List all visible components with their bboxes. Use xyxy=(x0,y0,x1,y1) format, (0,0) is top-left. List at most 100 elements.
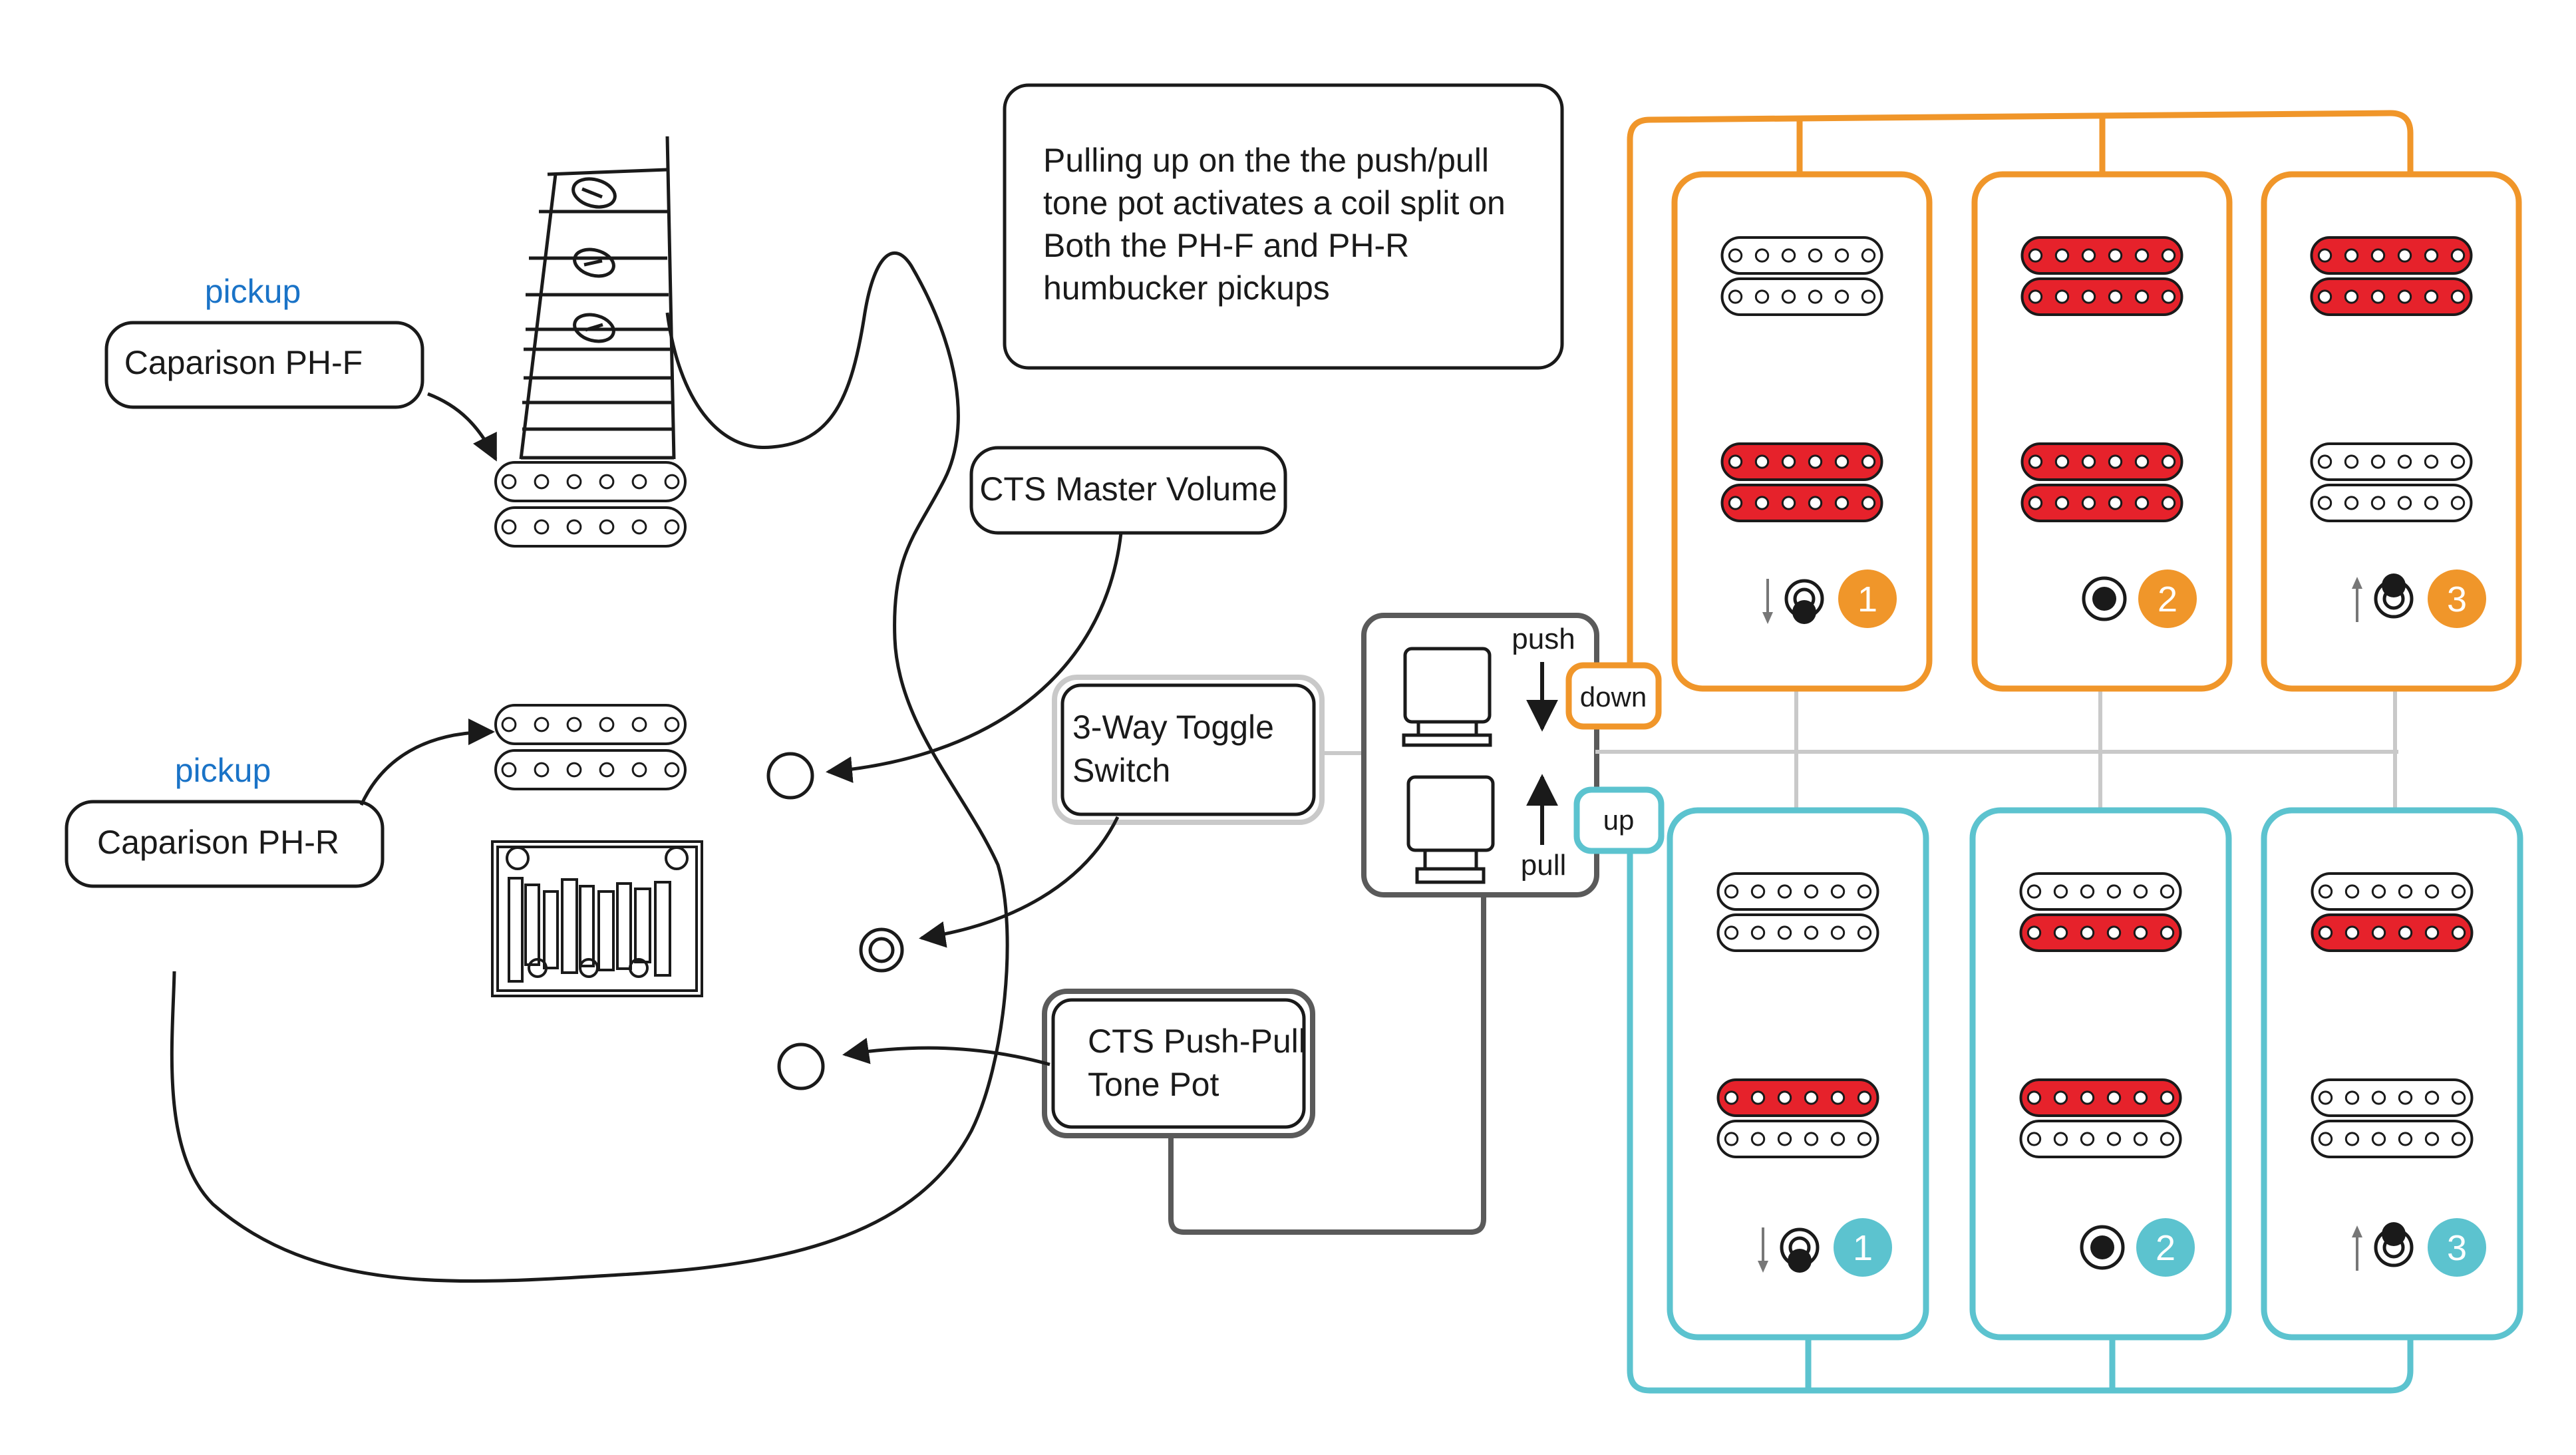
mode-connectors xyxy=(1595,689,2398,812)
up-mode-3-switch-icon xyxy=(2352,1222,2414,1271)
volume-label: CTS Master Volume xyxy=(979,470,1277,508)
bridge-pickup xyxy=(494,704,687,790)
tone-knob xyxy=(777,1043,825,1090)
up-mode-1-switch-icon xyxy=(1758,1227,1820,1273)
up-mode-3-badge: 3 xyxy=(2428,1218,2486,1277)
down-mode-2-bridge-pickup-coil-1 xyxy=(2020,442,2183,481)
up-mode-card-2: 2 xyxy=(1969,807,2232,1341)
up-mode-2-neck-pickup-coil-1 xyxy=(2019,872,2182,911)
up-mode-3-bridge-pickup-coil-1 xyxy=(2311,1078,2474,1117)
down-mode-card-2: 2 xyxy=(1971,171,2233,692)
down-mode-1-number: 1 xyxy=(1857,579,1877,619)
down-mode-frame xyxy=(1627,110,2414,695)
bridge-humbucker-coil-2 xyxy=(494,749,687,790)
toggle-arrow xyxy=(919,816,1120,948)
volume-label-box xyxy=(969,446,1287,535)
up-mode-2-bridge-pickup-coil-2 xyxy=(2019,1120,2182,1158)
up-label: up xyxy=(1603,804,1635,836)
push-label: push xyxy=(1512,623,1575,655)
up-mode-1-neck-pickup xyxy=(1716,872,1879,952)
up-mode-3-neck-pickup-coil-2 xyxy=(2311,913,2474,952)
up-mode-2-neck-pickup xyxy=(2019,872,2182,952)
down-mode-3-neck-pickup xyxy=(2310,236,2473,316)
neck-pickup xyxy=(494,461,687,548)
bridge-humbucker-coil-1 xyxy=(494,704,687,745)
tone-label-line-1: CTS Push-Pull xyxy=(1088,1023,1306,1060)
down-mode-2-bridge-pickup-coil-2 xyxy=(2020,484,2183,522)
toggle-label-box xyxy=(1060,683,1316,816)
down-mode-1-bridge-pickup-coil-2 xyxy=(1720,484,1883,522)
up-mode-frame xyxy=(1627,845,2414,1394)
down-mode-1-neck-pickup-coil-1 xyxy=(1720,236,1883,275)
up-mode-2-badge: 2 xyxy=(2136,1218,2195,1277)
neck-humbucker xyxy=(494,461,687,548)
down-mode-3-badge: 3 xyxy=(2428,569,2486,628)
pot-pushed-icon xyxy=(1402,647,1492,747)
toggle-label-line-1: 3-Way Toggle xyxy=(1072,709,1274,746)
down-mode-1-neck-pickup-coil-2 xyxy=(1720,277,1883,316)
info-note-line-2: tone pot activates a coil split on xyxy=(1043,184,1506,222)
up-mode-1-badge: 1 xyxy=(1834,1218,1892,1277)
up-mode-3-bridge-pickup xyxy=(2311,1078,2474,1158)
info-note-line-4: humbucker pickups xyxy=(1043,269,1330,307)
volume-knob xyxy=(766,752,814,800)
up-mode-2-number: 2 xyxy=(2156,1228,2175,1268)
neck-pickup-label-box xyxy=(104,321,424,409)
up-mode-3-neck-pickup-coil-1 xyxy=(2311,872,2474,911)
up-mode-1-bridge-pickup-coil-2 xyxy=(1716,1120,1879,1158)
toggle-label-line-2: Switch xyxy=(1072,752,1170,789)
down-mode-3-bridge-pickup xyxy=(2310,442,2473,522)
down-mode-card-1: 1 xyxy=(1671,171,1933,692)
neck-pickup-arrow xyxy=(427,392,498,462)
down-mode-3-number: 3 xyxy=(2447,579,2467,619)
toggle-switch-knob xyxy=(859,927,904,973)
down-mode-2-badge: 2 xyxy=(2138,569,2197,628)
down-tag: down xyxy=(1565,662,1662,730)
down-mode-2-number: 2 xyxy=(2158,579,2177,619)
up-mode-2-bridge-pickup xyxy=(2019,1078,2182,1158)
down-mode-3-neck-pickup-coil-1 xyxy=(2310,236,2473,275)
down-mode-1-badge: 1 xyxy=(1838,569,1897,628)
mode-cards: 1 2 3 1 2 3 xyxy=(1667,171,2523,1341)
bridge-pickup-arrow xyxy=(359,719,495,806)
up-mode-3-number: 3 xyxy=(2447,1228,2467,1268)
up-mode-2-switch-icon xyxy=(2080,1225,2125,1270)
down-mode-2-switch-icon xyxy=(2082,576,2127,621)
tone-arrow xyxy=(842,1037,1050,1066)
down-mode-3-switch-icon xyxy=(2352,573,2414,622)
down-mode-2-neck-pickup-coil-2 xyxy=(2020,277,2183,316)
guitar-outline xyxy=(170,136,1009,1283)
tone-label-line-2: Tone Pot xyxy=(1088,1066,1219,1103)
up-mode-card-3: 3 xyxy=(2261,807,2523,1341)
down-mode-card-3: 3 xyxy=(2261,171,2522,692)
down-mode-2-neck-pickup-coil-1 xyxy=(2020,236,2183,275)
bridge-pickup-label-box xyxy=(65,800,385,888)
down-mode-2-neck-pickup xyxy=(2020,236,2183,316)
up-tag: up xyxy=(1573,786,1665,854)
guitar-bridge xyxy=(491,840,703,997)
down-mode-1-neck-pickup xyxy=(1720,236,1883,316)
bridge-pickup-name: Caparison PH-R xyxy=(97,824,339,861)
neck-humbucker-coil-1 xyxy=(494,461,687,502)
up-mode-1-bridge-pickup-coil-1 xyxy=(1716,1078,1879,1117)
info-note-line-3: Both the PH-F and PH-R xyxy=(1043,227,1409,264)
up-mode-card-1: 1 xyxy=(1667,807,1929,1341)
up-mode-1-neck-pickup-coil-1 xyxy=(1716,872,1879,911)
down-mode-1-bridge-pickup-coil-1 xyxy=(1720,442,1883,481)
down-mode-3-bridge-pickup-coil-2 xyxy=(2310,484,2473,522)
down-mode-1-bridge-pickup xyxy=(1720,442,1883,522)
down-mode-2-bridge-pickup xyxy=(2020,442,2183,522)
up-mode-1-number: 1 xyxy=(1853,1228,1873,1268)
up-mode-2-bridge-pickup-coil-1 xyxy=(2019,1078,2182,1117)
pot-pulled-icon xyxy=(1406,775,1495,884)
bridge-humbucker xyxy=(494,704,687,790)
up-mode-2-neck-pickup-coil-2 xyxy=(2019,913,2182,952)
down-mode-3-bridge-pickup-coil-1 xyxy=(2310,442,2473,481)
down-mode-1-switch-icon xyxy=(1762,579,1824,624)
up-mode-3-neck-pickup xyxy=(2311,872,2474,952)
down-label: down xyxy=(1580,681,1647,713)
up-mode-3-bridge-pickup-coil-2 xyxy=(2311,1120,2474,1158)
tone-label-box xyxy=(1051,998,1306,1129)
pull-label: pull xyxy=(1521,849,1567,882)
neck-pickup-name: Caparison PH-F xyxy=(124,344,363,381)
